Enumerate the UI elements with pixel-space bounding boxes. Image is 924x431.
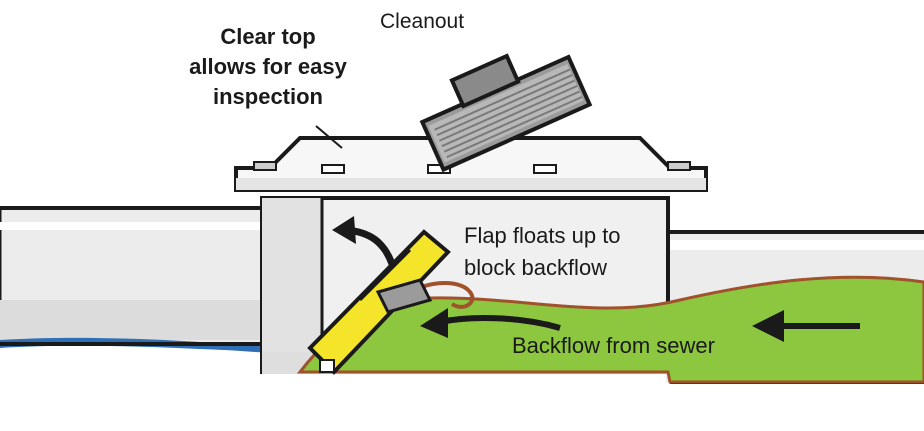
- valve-inlet-collar: [262, 198, 322, 366]
- clear-top-label-line-3: inspection: [212, 84, 323, 109]
- clear-top-cover: [234, 125, 708, 192]
- cleanout-threads: [434, 68, 583, 159]
- cover-clip-1: [321, 164, 345, 174]
- clear-top-label-line-2: allows for easy: [189, 54, 347, 79]
- flap-label-line-1: Flap floats up to: [464, 223, 621, 248]
- flap-hinge-line: [358, 248, 412, 302]
- inlet-pipe: [0, 206, 300, 356]
- cover-clip-2: [427, 164, 451, 174]
- cover-bolt-left: [253, 161, 277, 171]
- flap-pivot: [319, 359, 335, 373]
- sewer-arrow-head: [752, 310, 784, 342]
- clear-top-label-line-1: Clear top: [220, 24, 316, 49]
- flap-float: [375, 278, 433, 314]
- cover-bolt-right: [667, 161, 691, 171]
- flap-label: Flap floats up to block backflow: [464, 220, 621, 284]
- inlet-pipe-shade: [0, 300, 262, 340]
- flap-label-line-2: block backflow: [464, 255, 608, 280]
- clear-top-label: Clear top allows for easy inspection: [148, 22, 388, 112]
- outlet-pipe-highlight: [666, 240, 924, 250]
- flap-gate: [307, 229, 451, 375]
- flap-up-arrow-head: [332, 216, 356, 244]
- backflow-arrow-head: [420, 308, 448, 338]
- clear-top-rim: [236, 178, 706, 190]
- inlet-pipe-highlight: [0, 222, 262, 230]
- cleanout-label: Cleanout: [380, 10, 465, 33]
- backflow-label: Backflow from sewer: [512, 333, 715, 358]
- backflow-arrow-shaft: [439, 315, 561, 331]
- cleanout-thread-area: [428, 64, 584, 163]
- cleanout-cap: [419, 53, 593, 173]
- clear-top-pointer: [315, 125, 343, 149]
- cover-clip-3: [533, 164, 557, 174]
- arrows: [332, 216, 860, 342]
- cleanout-cap-nut: [449, 53, 521, 109]
